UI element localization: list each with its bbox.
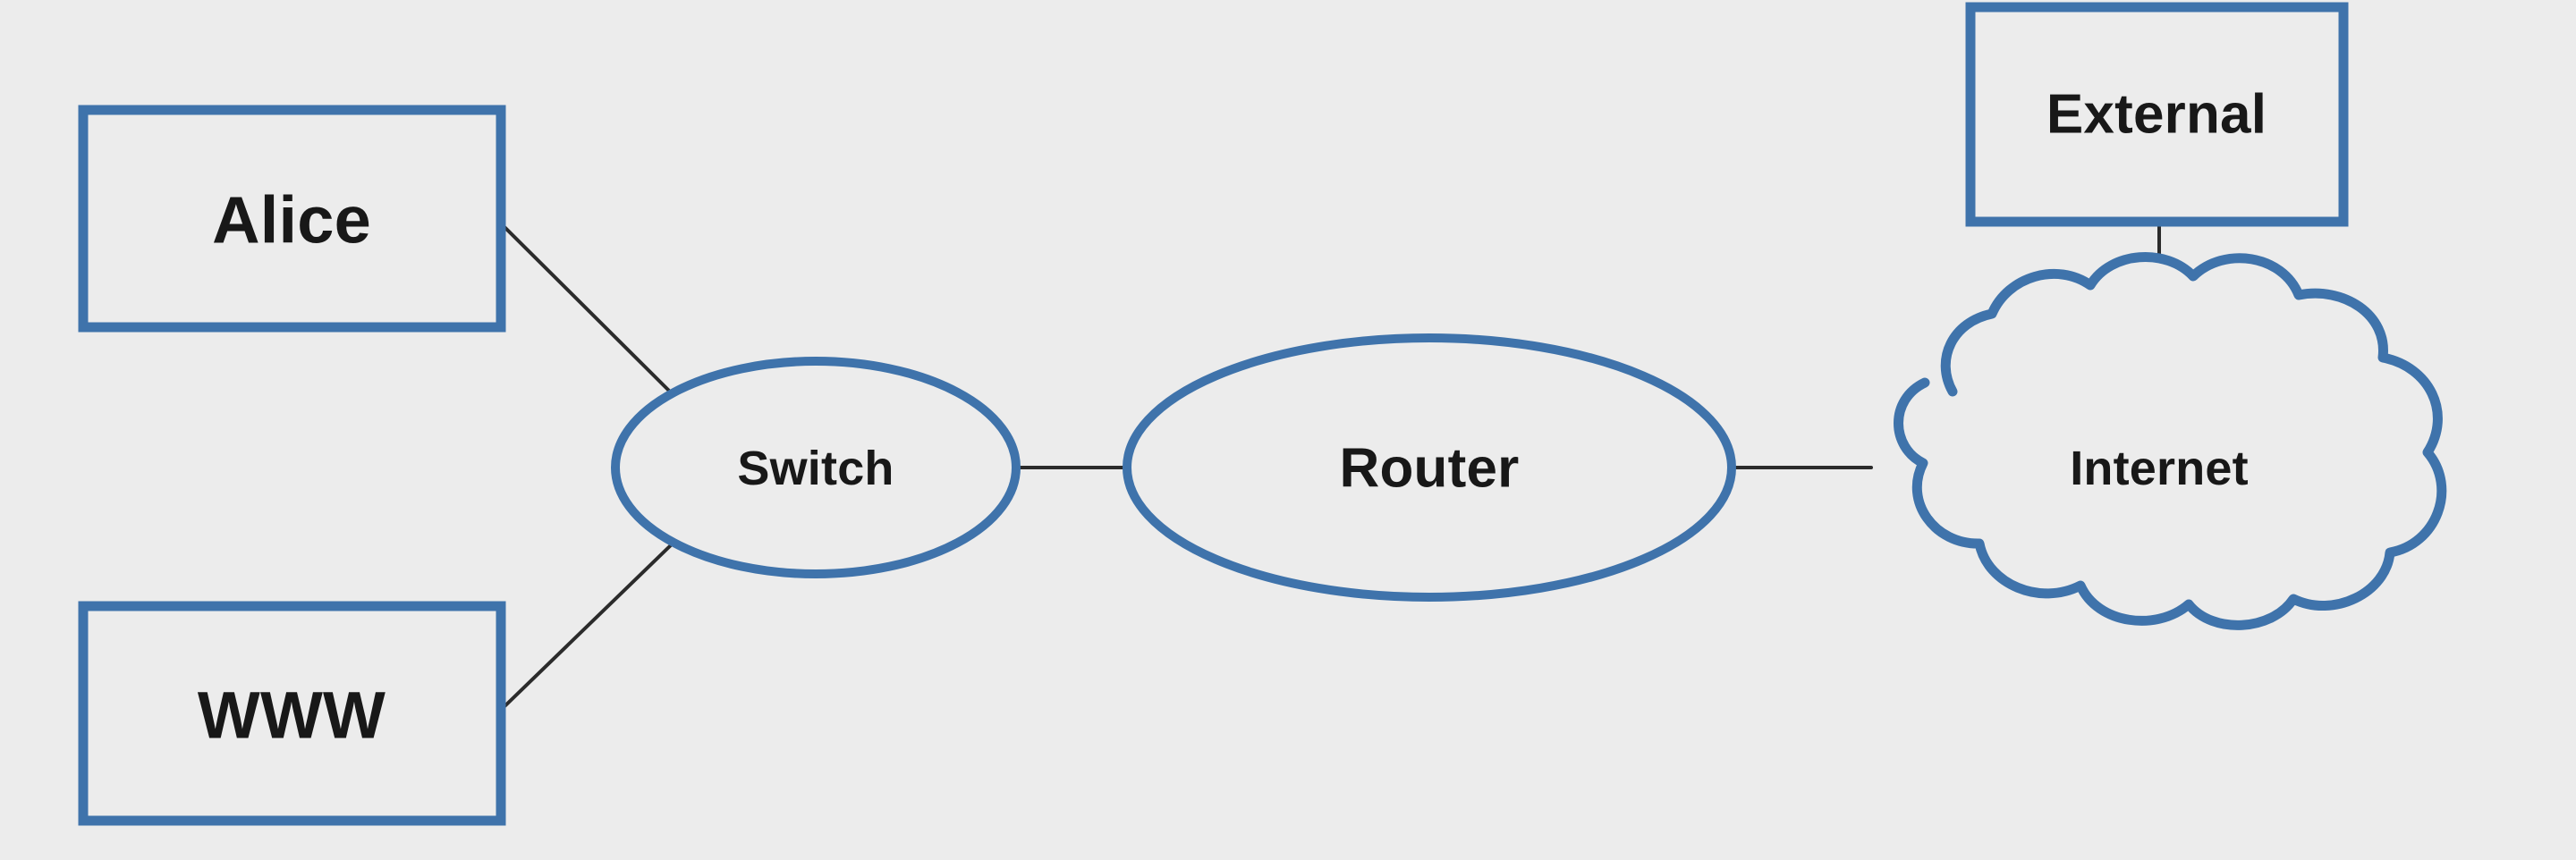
- node-www[interactable]: [83, 606, 501, 821]
- node-router[interactable]: [1125, 337, 1733, 599]
- node-shape-www[interactable]: [78, 601, 506, 826]
- node-internet[interactable]: [1866, 317, 2449, 617]
- connector-www-switch[interactable]: [496, 540, 676, 714]
- node-shape-router[interactable]: [1123, 333, 1736, 602]
- node-switch[interactable]: [614, 359, 1018, 576]
- node-shape-internet[interactable]: [1894, 252, 2447, 630]
- node-shape-alice[interactable]: [78, 105, 506, 333]
- node-shape-external[interactable]: [1965, 2, 2349, 227]
- shapes-layer: [78, 2, 2447, 826]
- node-alice[interactable]: [83, 110, 501, 327]
- connector-alice-switch[interactable]: [496, 219, 676, 398]
- node-shape-switch[interactable]: [611, 357, 1021, 578]
- node-external[interactable]: [1970, 7, 2343, 222]
